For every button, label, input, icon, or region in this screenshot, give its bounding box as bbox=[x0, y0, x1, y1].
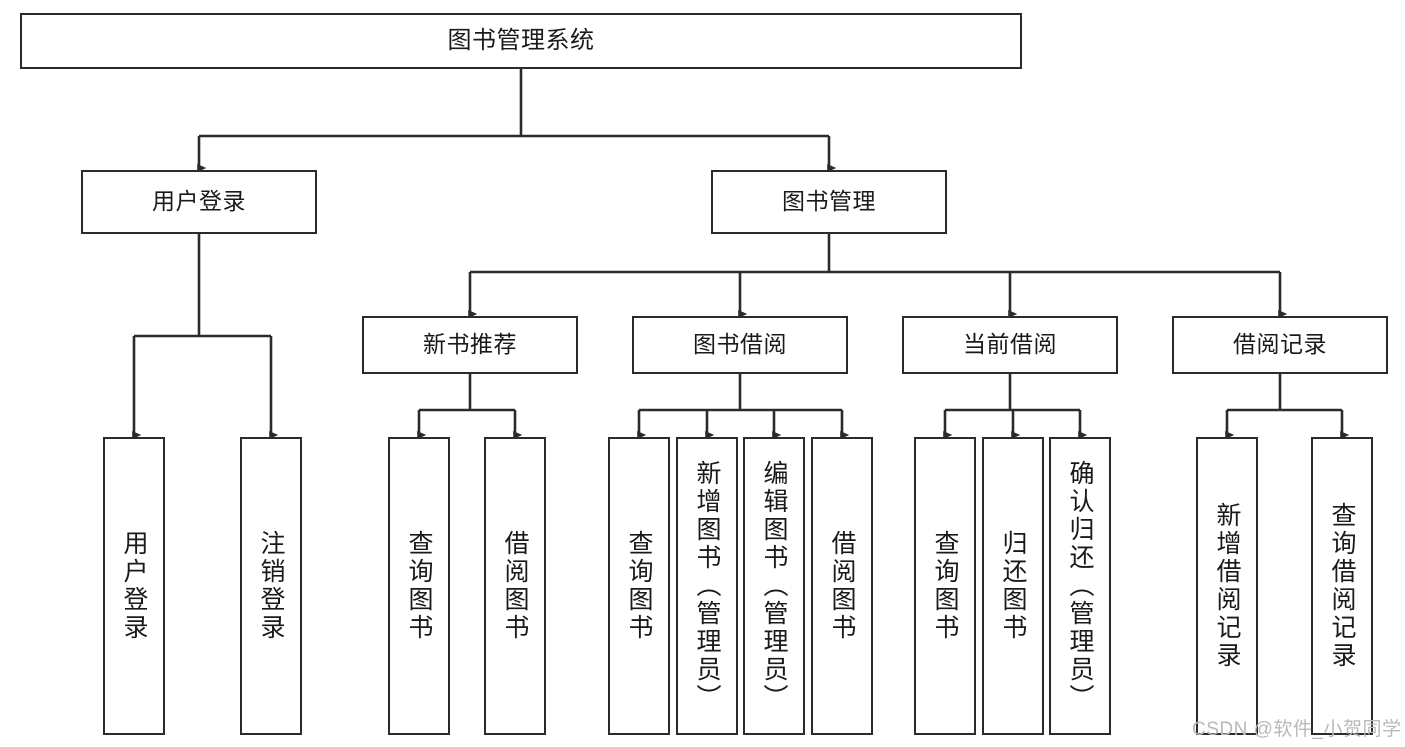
node-label: 新增借阅记录 bbox=[1213, 502, 1241, 670]
node-login[interactable]: 用户登录 bbox=[81, 170, 317, 234]
node-label: 借阅图书 bbox=[501, 530, 529, 642]
node-leaf-editbook[interactable]: 编辑图书（管理员） bbox=[743, 437, 805, 735]
node-label: 图书借阅 bbox=[693, 331, 787, 358]
node-records[interactable]: 借阅记录 bbox=[1172, 316, 1388, 374]
node-leaf-addbook[interactable]: 新增图书（管理员） bbox=[676, 437, 738, 735]
node-leaf-qrec[interactable]: 查询借阅记录 bbox=[1311, 437, 1373, 735]
node-label: 借阅图书 bbox=[828, 530, 856, 642]
node-label: 编辑图书（管理员） bbox=[760, 460, 788, 712]
node-leaf-qbook2[interactable]: 查询图书 bbox=[608, 437, 670, 735]
node-label: 归还图书 bbox=[999, 530, 1027, 642]
node-label: 注销登录 bbox=[257, 530, 285, 642]
node-label: 图书管理系统 bbox=[447, 26, 595, 54]
node-leaf-qbook3[interactable]: 查询图书 bbox=[914, 437, 976, 735]
node-bookmgmt[interactable]: 图书管理 bbox=[711, 170, 947, 234]
csdn-watermark: CSDN @软件_小贺同学 bbox=[1192, 719, 1402, 740]
node-label: 借阅记录 bbox=[1233, 331, 1327, 358]
node-label: 图书管理 bbox=[782, 188, 876, 215]
node-label: 用户登录 bbox=[120, 530, 148, 642]
node-label: 新书推荐 bbox=[423, 331, 517, 358]
node-leaf-qbook1[interactable]: 查询图书 bbox=[388, 437, 450, 735]
node-label: 查询图书 bbox=[405, 530, 433, 642]
node-label: 确认归还（管理员） bbox=[1066, 460, 1094, 712]
node-leaf-confirm[interactable]: 确认归还（管理员） bbox=[1049, 437, 1111, 735]
node-label: 当前借阅 bbox=[963, 331, 1057, 358]
node-root[interactable]: 图书管理系统 bbox=[20, 13, 1022, 69]
node-label: 查询图书 bbox=[931, 530, 959, 642]
node-label: 新增图书（管理员） bbox=[693, 460, 721, 712]
node-leaf-return[interactable]: 归还图书 bbox=[982, 437, 1044, 735]
node-leaf-logout[interactable]: 注销登录 bbox=[240, 437, 302, 735]
node-label: 查询图书 bbox=[625, 530, 653, 642]
node-newbook[interactable]: 新书推荐 bbox=[362, 316, 578, 374]
node-leaf-addrec[interactable]: 新增借阅记录 bbox=[1196, 437, 1258, 735]
node-label: 查询借阅记录 bbox=[1328, 502, 1356, 670]
node-leaf-bbook2[interactable]: 借阅图书 bbox=[811, 437, 873, 735]
node-label: 用户登录 bbox=[152, 188, 246, 215]
node-leaf-bbook1[interactable]: 借阅图书 bbox=[484, 437, 546, 735]
node-current[interactable]: 当前借阅 bbox=[902, 316, 1118, 374]
node-leaf-login[interactable]: 用户登录 bbox=[103, 437, 165, 735]
node-borrow[interactable]: 图书借阅 bbox=[632, 316, 848, 374]
